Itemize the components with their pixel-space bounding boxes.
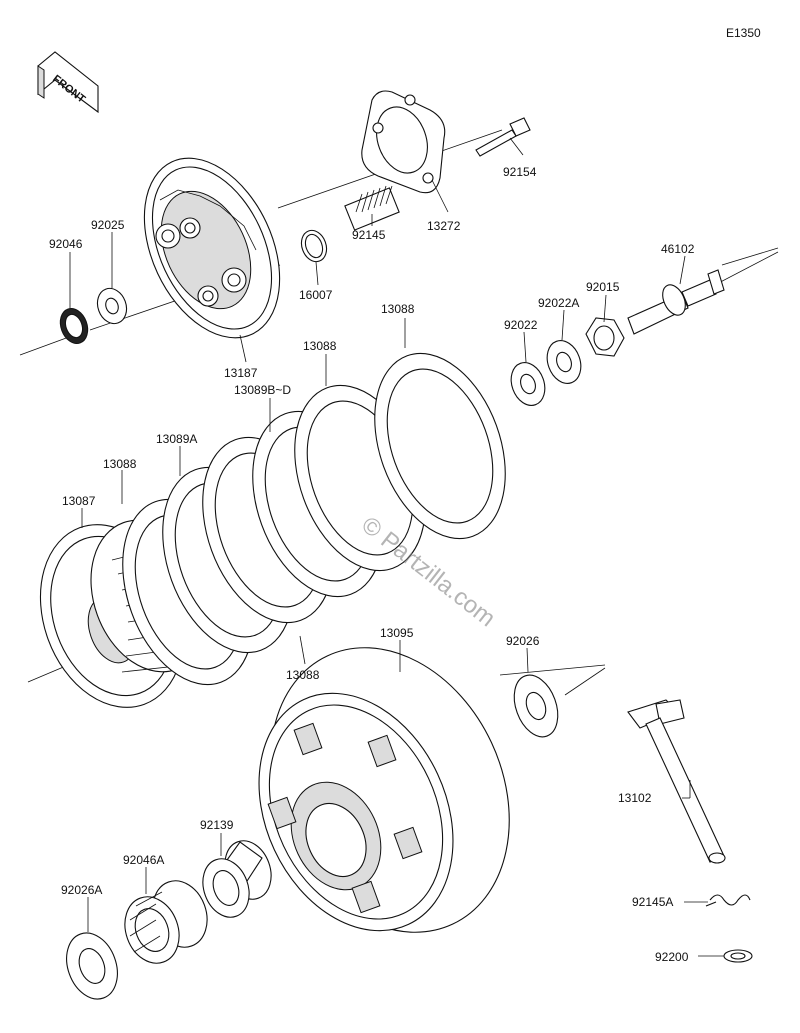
label-92022a: 92022A [538, 296, 579, 310]
label-13272: 13272 [427, 219, 461, 233]
label-92026: 92026 [506, 634, 540, 648]
part-92154-bolt[interactable] [475, 117, 531, 157]
part-13102-release-shaft[interactable] [627, 699, 726, 864]
part-92145a-spring[interactable] [705, 894, 751, 907]
part-92026-washer[interactable] [506, 669, 565, 743]
part-16007-ring[interactable] [297, 227, 330, 265]
diagram-code: E1350 [726, 26, 761, 40]
part-13088-friction-plate-4[interactable] [351, 335, 529, 556]
label-92022: 92022 [504, 318, 538, 332]
label-13088: 13088 [103, 457, 137, 471]
label-92046: 92046 [49, 237, 83, 251]
label-92015: 92015 [586, 280, 620, 294]
label-13102: 13102 [618, 791, 652, 805]
label-92025: 92025 [91, 218, 125, 232]
part-13187-pressure-plate[interactable] [117, 137, 306, 360]
label-46102: 46102 [661, 242, 695, 256]
label-92145a: 92145A [632, 895, 673, 909]
label-92145: 92145 [352, 228, 386, 242]
part-92022a-washer[interactable] [541, 336, 586, 388]
label-13087: 13087 [62, 494, 96, 508]
label-13089b-d: 13089B~D [234, 383, 291, 397]
label-13088: 13088 [381, 302, 415, 316]
part-92046a-needle-bearing[interactable] [116, 873, 216, 971]
part-labels: 13088 13088 13088 13088 13089B~D 13089A … [49, 165, 695, 964]
part-92046-bearing[interactable] [56, 305, 93, 348]
label-13187: 13187 [224, 366, 258, 380]
front-direction-icon: FRONT [37, 51, 99, 114]
label-13095: 13095 [380, 626, 414, 640]
part-92139-collar[interactable] [195, 834, 279, 923]
part-92145-spring[interactable] [344, 185, 400, 231]
label-16007: 16007 [299, 288, 333, 302]
part-92022-washer[interactable] [505, 358, 550, 410]
label-13088: 13088 [303, 339, 337, 353]
label-92026a: 92026A [61, 883, 102, 897]
label-92154: 92154 [503, 165, 537, 179]
part-13272-plate[interactable] [361, 90, 446, 194]
leader-lines [69, 137, 724, 957]
label-13089a: 13089A [156, 432, 197, 446]
label-92200: 92200 [655, 950, 689, 964]
label-92139: 92139 [200, 818, 234, 832]
label-92046a: 92046A [123, 853, 164, 867]
part-46102-push-rod[interactable] [627, 269, 725, 335]
part-92015-nut[interactable] [585, 317, 625, 357]
part-92200-washer[interactable] [723, 949, 753, 963]
part-92026a-washer[interactable] [58, 926, 126, 1006]
part-92025-washer[interactable] [93, 284, 132, 327]
part-13095-clutch-housing[interactable] [222, 609, 554, 972]
label-13088: 13088 [286, 668, 320, 682]
